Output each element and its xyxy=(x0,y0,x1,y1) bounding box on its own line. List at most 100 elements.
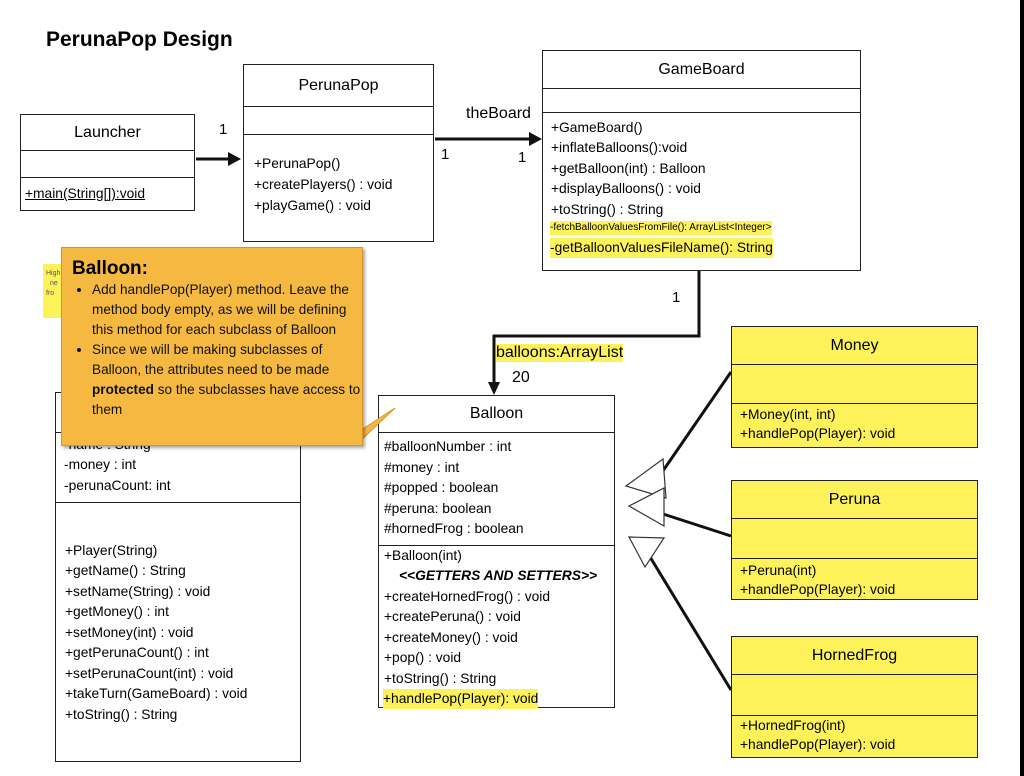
hornedfrog-methods-section: +HornedFrog(int) +handlePop(Player): voi… xyxy=(732,716,977,757)
attribute-line: #balloonNumber : int xyxy=(384,439,512,454)
attribute-line: #popped : boolean xyxy=(384,480,499,495)
method-line: +handlePop(Player): void xyxy=(740,737,896,752)
method-line: +main(String[]):void xyxy=(25,186,146,201)
sticky-note-line: fro xyxy=(46,290,55,297)
money-name-section: Money xyxy=(732,327,977,365)
callout-bullet-text: Since we will be making subclasses of Ba… xyxy=(92,342,330,377)
method-line: +toString() : String xyxy=(551,202,664,217)
hornedfrog-class-name: HornedFrog xyxy=(811,646,898,664)
method-line: +takeTurn(GameBoard) : void xyxy=(65,686,248,701)
method-line: +HornedFrog(int) xyxy=(740,718,846,733)
gameboard-to-balloon-arrowhead xyxy=(488,382,500,395)
hornedfrog-generalization-triangle xyxy=(627,536,666,569)
money-generalization-line xyxy=(654,371,733,482)
callout-title: Balloon: xyxy=(72,258,148,279)
callout-bullets: Add handlePop(Player) method. Leave the … xyxy=(72,280,362,420)
method-line: +getName() : String xyxy=(65,563,186,578)
perunapop-to-gameboard-arrowhead xyxy=(529,132,542,146)
method-line: +createMoney() : void xyxy=(384,630,518,645)
callout-bold-word: protected xyxy=(92,382,154,397)
callout-bullet: Add handlePop(Player) method. Leave the … xyxy=(92,280,362,340)
perunapop-class: PerunaPop +PerunaPop() +createPlayers() … xyxy=(243,64,434,242)
gameboard-methods-section: +GameBoard() +inflateBalloons():void +ge… xyxy=(543,113,860,270)
peruna-methods-section: +Peruna(int) +handlePop(Player): void xyxy=(732,559,977,599)
hornedfrog-attributes-section xyxy=(732,675,977,716)
callout-bullet-text: Add handlePop(Player) method. Leave the … xyxy=(92,282,349,337)
balloon-attributes-section: #balloonNumber : int #money : int #poppe… xyxy=(379,433,614,546)
perunapop-class-name: PerunaPop xyxy=(298,76,379,94)
callout-bullet-tail: so the subclasses have access to them xyxy=(92,382,361,417)
method-line: +getPerunaCount() : int xyxy=(65,645,209,660)
peruna-name-section: Peruna xyxy=(732,481,977,519)
method-line: +PerunaPop() xyxy=(254,156,341,171)
method-line: +createPlayers() : void xyxy=(254,177,393,192)
theboard-multiplicity-right: 1 xyxy=(518,149,527,166)
balloon-class-name: Balloon xyxy=(469,405,524,422)
perunapop-attributes-section xyxy=(244,107,433,135)
method-line: +displayBalloons() : void xyxy=(551,181,701,196)
gameboard-multiplicity: 1 xyxy=(672,289,681,306)
hornedfrog-generalization-line xyxy=(645,551,733,691)
method-line: +getMoney() : int xyxy=(65,604,169,619)
method-line: +pop() : void xyxy=(384,650,462,665)
method-line: +GameBoard() xyxy=(551,120,643,135)
gameboard-class-name: GameBoard xyxy=(658,60,745,78)
method-line: +setName(String) : void xyxy=(65,584,211,599)
gameboard-attributes-section xyxy=(543,89,860,113)
sticky-note-line: High xyxy=(46,270,61,277)
player-methods-section: +Player(String) +getName() : String +set… xyxy=(56,503,300,761)
attribute-line: #peruna: boolean xyxy=(384,501,492,516)
balloon-methods-section: +Balloon(int) <<GETTERS AND SETTERS>> +c… xyxy=(379,546,614,709)
method-line: +createHornedFrog() : void xyxy=(384,589,551,604)
peruna-class-name: Peruna xyxy=(828,490,881,508)
launcher-class-name: Launcher xyxy=(74,123,141,141)
method-line: +inflateBalloons():void xyxy=(551,140,688,155)
method-line: +toString() : String xyxy=(65,707,178,722)
launcher-attributes-section xyxy=(21,151,194,178)
method-line: +handlePop(Player): void xyxy=(740,582,896,597)
money-attributes-section xyxy=(732,365,977,404)
highlighted-method-line: -getBalloonValuesFileName(): String xyxy=(550,238,773,258)
attribute-line: #hornedFrog : boolean xyxy=(384,521,524,536)
method-line: +setMoney(int) : void xyxy=(65,625,194,640)
attribute-line: -perunaCount: int xyxy=(64,478,171,493)
balloons-multiplicity: 20 xyxy=(512,369,530,386)
launcher-methods-section: +main(String[]):void xyxy=(21,178,194,210)
highlighted-method-line: +handlePop(Player): void xyxy=(383,689,539,709)
balloons-association-label: balloons:ArrayList xyxy=(496,344,624,362)
launcher-multiplicity: 1 xyxy=(219,121,228,138)
launcher-class: Launcher +main(String[]):void xyxy=(20,114,195,211)
method-line: +Money(int, int) xyxy=(740,407,836,422)
perunapop-methods-section: +PerunaPop() +createPlayers() : void +pl… xyxy=(244,135,433,241)
balloon-name-section: Balloon xyxy=(379,396,614,433)
peruna-generalization-line xyxy=(659,511,732,538)
theboard-multiplicity-left: 1 xyxy=(441,146,450,163)
method-line: +createPeruna() : void xyxy=(384,609,521,624)
theboard-label: theBoard xyxy=(466,105,531,122)
method-line: +toString() : String xyxy=(384,671,497,686)
peruna-attributes-section xyxy=(732,519,977,559)
method-line: +Balloon(int) xyxy=(384,548,462,563)
stereotype-line: <<GETTERS AND SETTERS>> xyxy=(399,568,598,583)
method-line: +playGame() : void xyxy=(254,198,371,213)
gameboard-class: GameBoard +GameBoard() +inflateBalloons(… xyxy=(542,50,861,271)
money-methods-section: +Money(int, int) +handlePop(Player): voi… xyxy=(732,404,977,447)
launcher-name-section: Launcher xyxy=(21,115,194,151)
method-line: +setPerunaCount(int) : void xyxy=(65,666,234,681)
attribute-line: #money : int xyxy=(384,460,460,475)
sticky-note: High ne fro xyxy=(43,264,65,318)
launcher-to-perunapop-arrowhead xyxy=(228,152,241,166)
sticky-note-line: ne xyxy=(50,280,58,287)
hornedfrog-name-section: HornedFrog xyxy=(732,637,977,675)
peruna-class: Peruna +Peruna(int) +handlePop(Player): … xyxy=(731,480,978,600)
gameboard-name-section: GameBoard xyxy=(543,51,860,89)
callout-bullet: Since we will be making subclasses of Ba… xyxy=(92,340,362,420)
hornedfrog-class: HornedFrog +HornedFrog(int) +handlePop(P… xyxy=(731,636,978,758)
peruna-generalization-triangle xyxy=(627,487,665,528)
player-class: -name : String -money : int -perunaCount… xyxy=(55,392,301,762)
perunapop-name-section: PerunaPop xyxy=(244,65,433,107)
method-line: +Player(String) xyxy=(65,543,158,558)
diagram-title: PerunaPop Design xyxy=(46,28,233,51)
